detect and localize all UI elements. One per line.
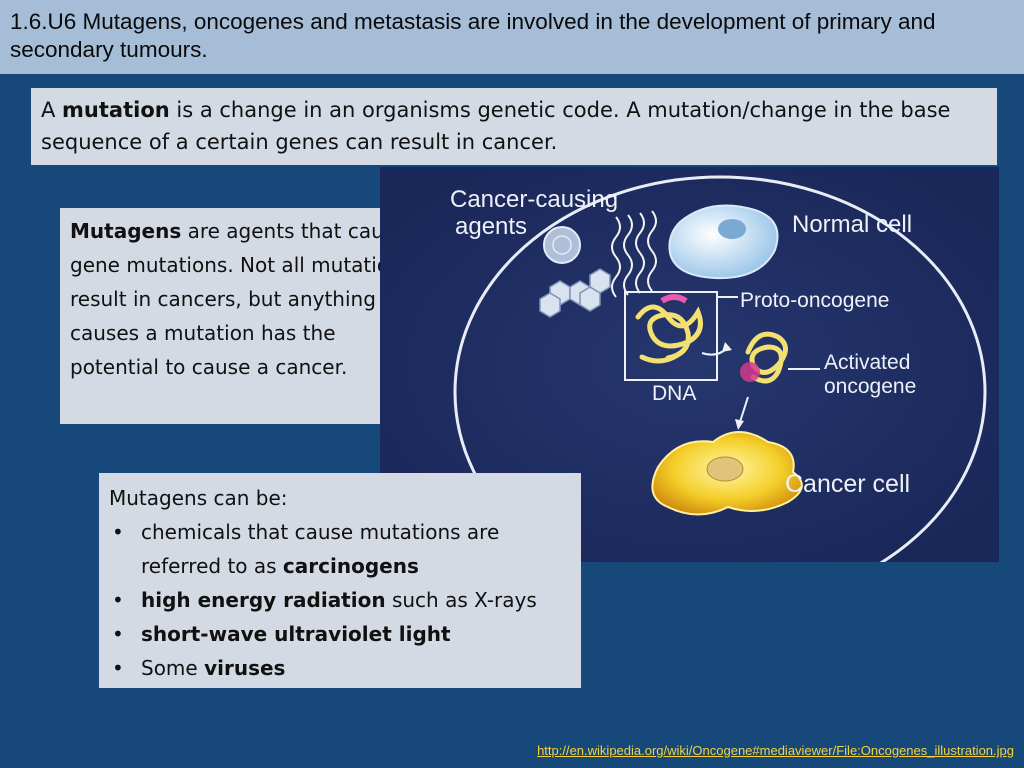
- normal-cell-label: Normal cell: [792, 211, 912, 238]
- list-item-term: high energy radiation: [141, 588, 386, 612]
- dna-box: [624, 291, 718, 381]
- list-item: • Some viruses: [109, 651, 571, 685]
- activated-label-line1: Activated: [824, 351, 910, 374]
- mutagen-types-box: Mutagens can be: • chemicals that cause m…: [99, 473, 581, 688]
- proto-oncogene-marker: [660, 294, 688, 304]
- list-item: • high energy radiation such as X-rays: [109, 583, 571, 617]
- virus-icon: [543, 226, 581, 264]
- mutation-arrowhead: [722, 342, 732, 352]
- list-item-text-after: such as X-rays: [385, 588, 537, 612]
- activated-label-line2: oncogene: [824, 375, 916, 398]
- cell-boundary: [453, 175, 987, 562]
- progression-arrowhead: [735, 419, 744, 430]
- slide-title: 1.6.U6 Mutagens, oncogenes and metastasi…: [0, 0, 1024, 74]
- mutation-definition-box: A mutation is a change in an organisms g…: [31, 88, 997, 165]
- intro-text: is a change in an organisms genetic code…: [41, 98, 951, 154]
- radiation-waves-icon: [611, 210, 657, 298]
- normal-cell-icon: [668, 204, 779, 280]
- list-item-term: short-wave ultraviolet light: [141, 622, 451, 646]
- list-item: • chemicals that cause mutations are refe…: [109, 515, 571, 583]
- agents-label-line2: agents: [455, 213, 527, 240]
- dna-label: DNA: [652, 382, 696, 405]
- list-item-term: viruses: [204, 656, 286, 680]
- agents-label-line1: Cancer-causing: [450, 186, 618, 213]
- source-link[interactable]: http://en.wikipedia.org/wiki/Oncogene#me…: [537, 743, 1014, 758]
- progression-arrow: [739, 396, 749, 423]
- list-item-text: Some: [141, 656, 205, 680]
- list-item-term: carcinogens: [282, 554, 419, 578]
- bullet: •: [112, 656, 124, 680]
- list-item: • short-wave ultraviolet light: [109, 617, 571, 651]
- proto-oncogene-label: Proto-oncogene: [740, 289, 889, 312]
- mutagens-definition-box: Mutagens are agents that cause gene muta…: [60, 208, 438, 424]
- list-item-text: chemicals that cause mutations are refer…: [141, 520, 500, 578]
- dna-strand-icon: [635, 304, 703, 364]
- activated-marker: [740, 362, 760, 382]
- bullet: •: [112, 622, 124, 646]
- mutagens-term: Mutagens: [70, 219, 182, 243]
- intro-prefix: A: [41, 98, 63, 122]
- mutagen-list-heading: Mutagens can be:: [109, 486, 288, 510]
- mutagens-text: are agents that cause gene mutations. No…: [70, 219, 423, 379]
- chemical-hexagons-icon: [539, 268, 611, 318]
- intro-term: mutation: [62, 98, 170, 122]
- cancer-nucleus: [706, 456, 744, 482]
- bullet: •: [112, 520, 124, 544]
- bullet: •: [112, 588, 124, 612]
- cancer-cell-label: Cancer cell: [785, 470, 910, 498]
- mutagen-list: • chemicals that cause mutations are refe…: [109, 515, 571, 685]
